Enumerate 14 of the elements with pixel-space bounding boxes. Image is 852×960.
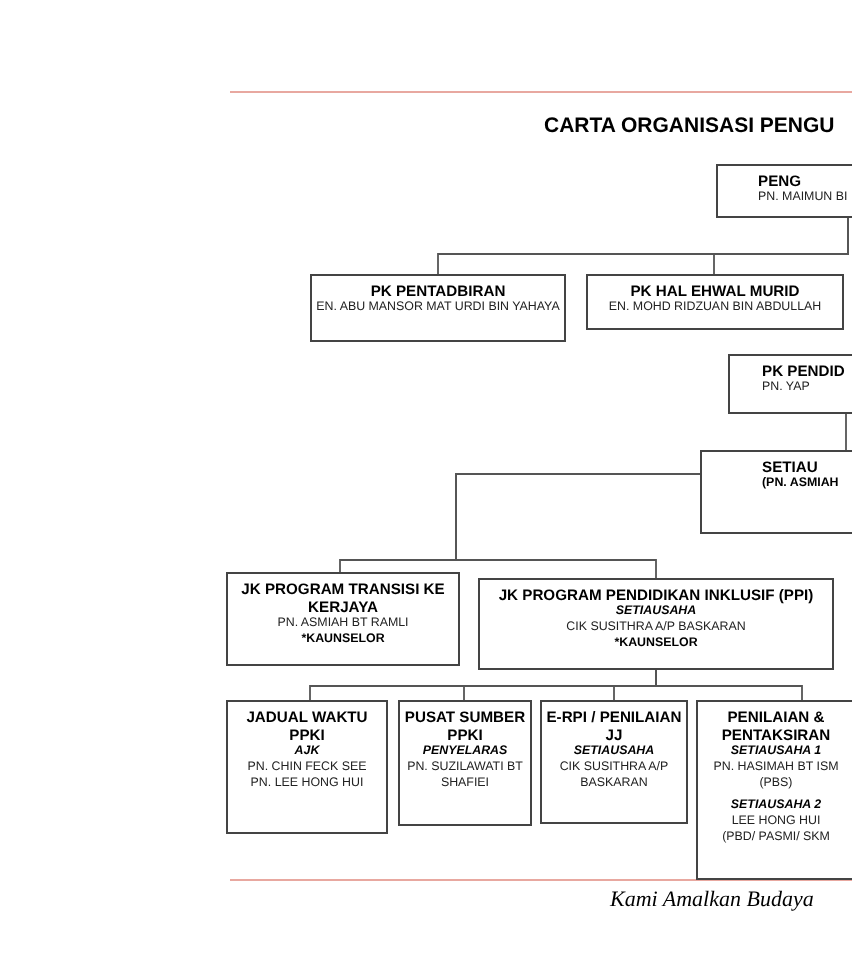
org-box bbox=[398, 700, 532, 826]
org-box bbox=[310, 274, 566, 342]
connector-line bbox=[713, 217, 849, 275]
org-box bbox=[540, 700, 688, 824]
org-box bbox=[226, 572, 460, 666]
connector-line bbox=[455, 473, 701, 579]
connector-line bbox=[845, 413, 847, 451]
org-box bbox=[226, 700, 388, 834]
org-box bbox=[478, 578, 834, 670]
connector-line bbox=[655, 669, 803, 701]
chart-title: CARTA ORGANISASI PENGU bbox=[544, 114, 835, 138]
motto-text: Kami Amalkan Budaya bbox=[610, 888, 814, 912]
org-box bbox=[586, 274, 844, 330]
org-box bbox=[696, 700, 852, 880]
